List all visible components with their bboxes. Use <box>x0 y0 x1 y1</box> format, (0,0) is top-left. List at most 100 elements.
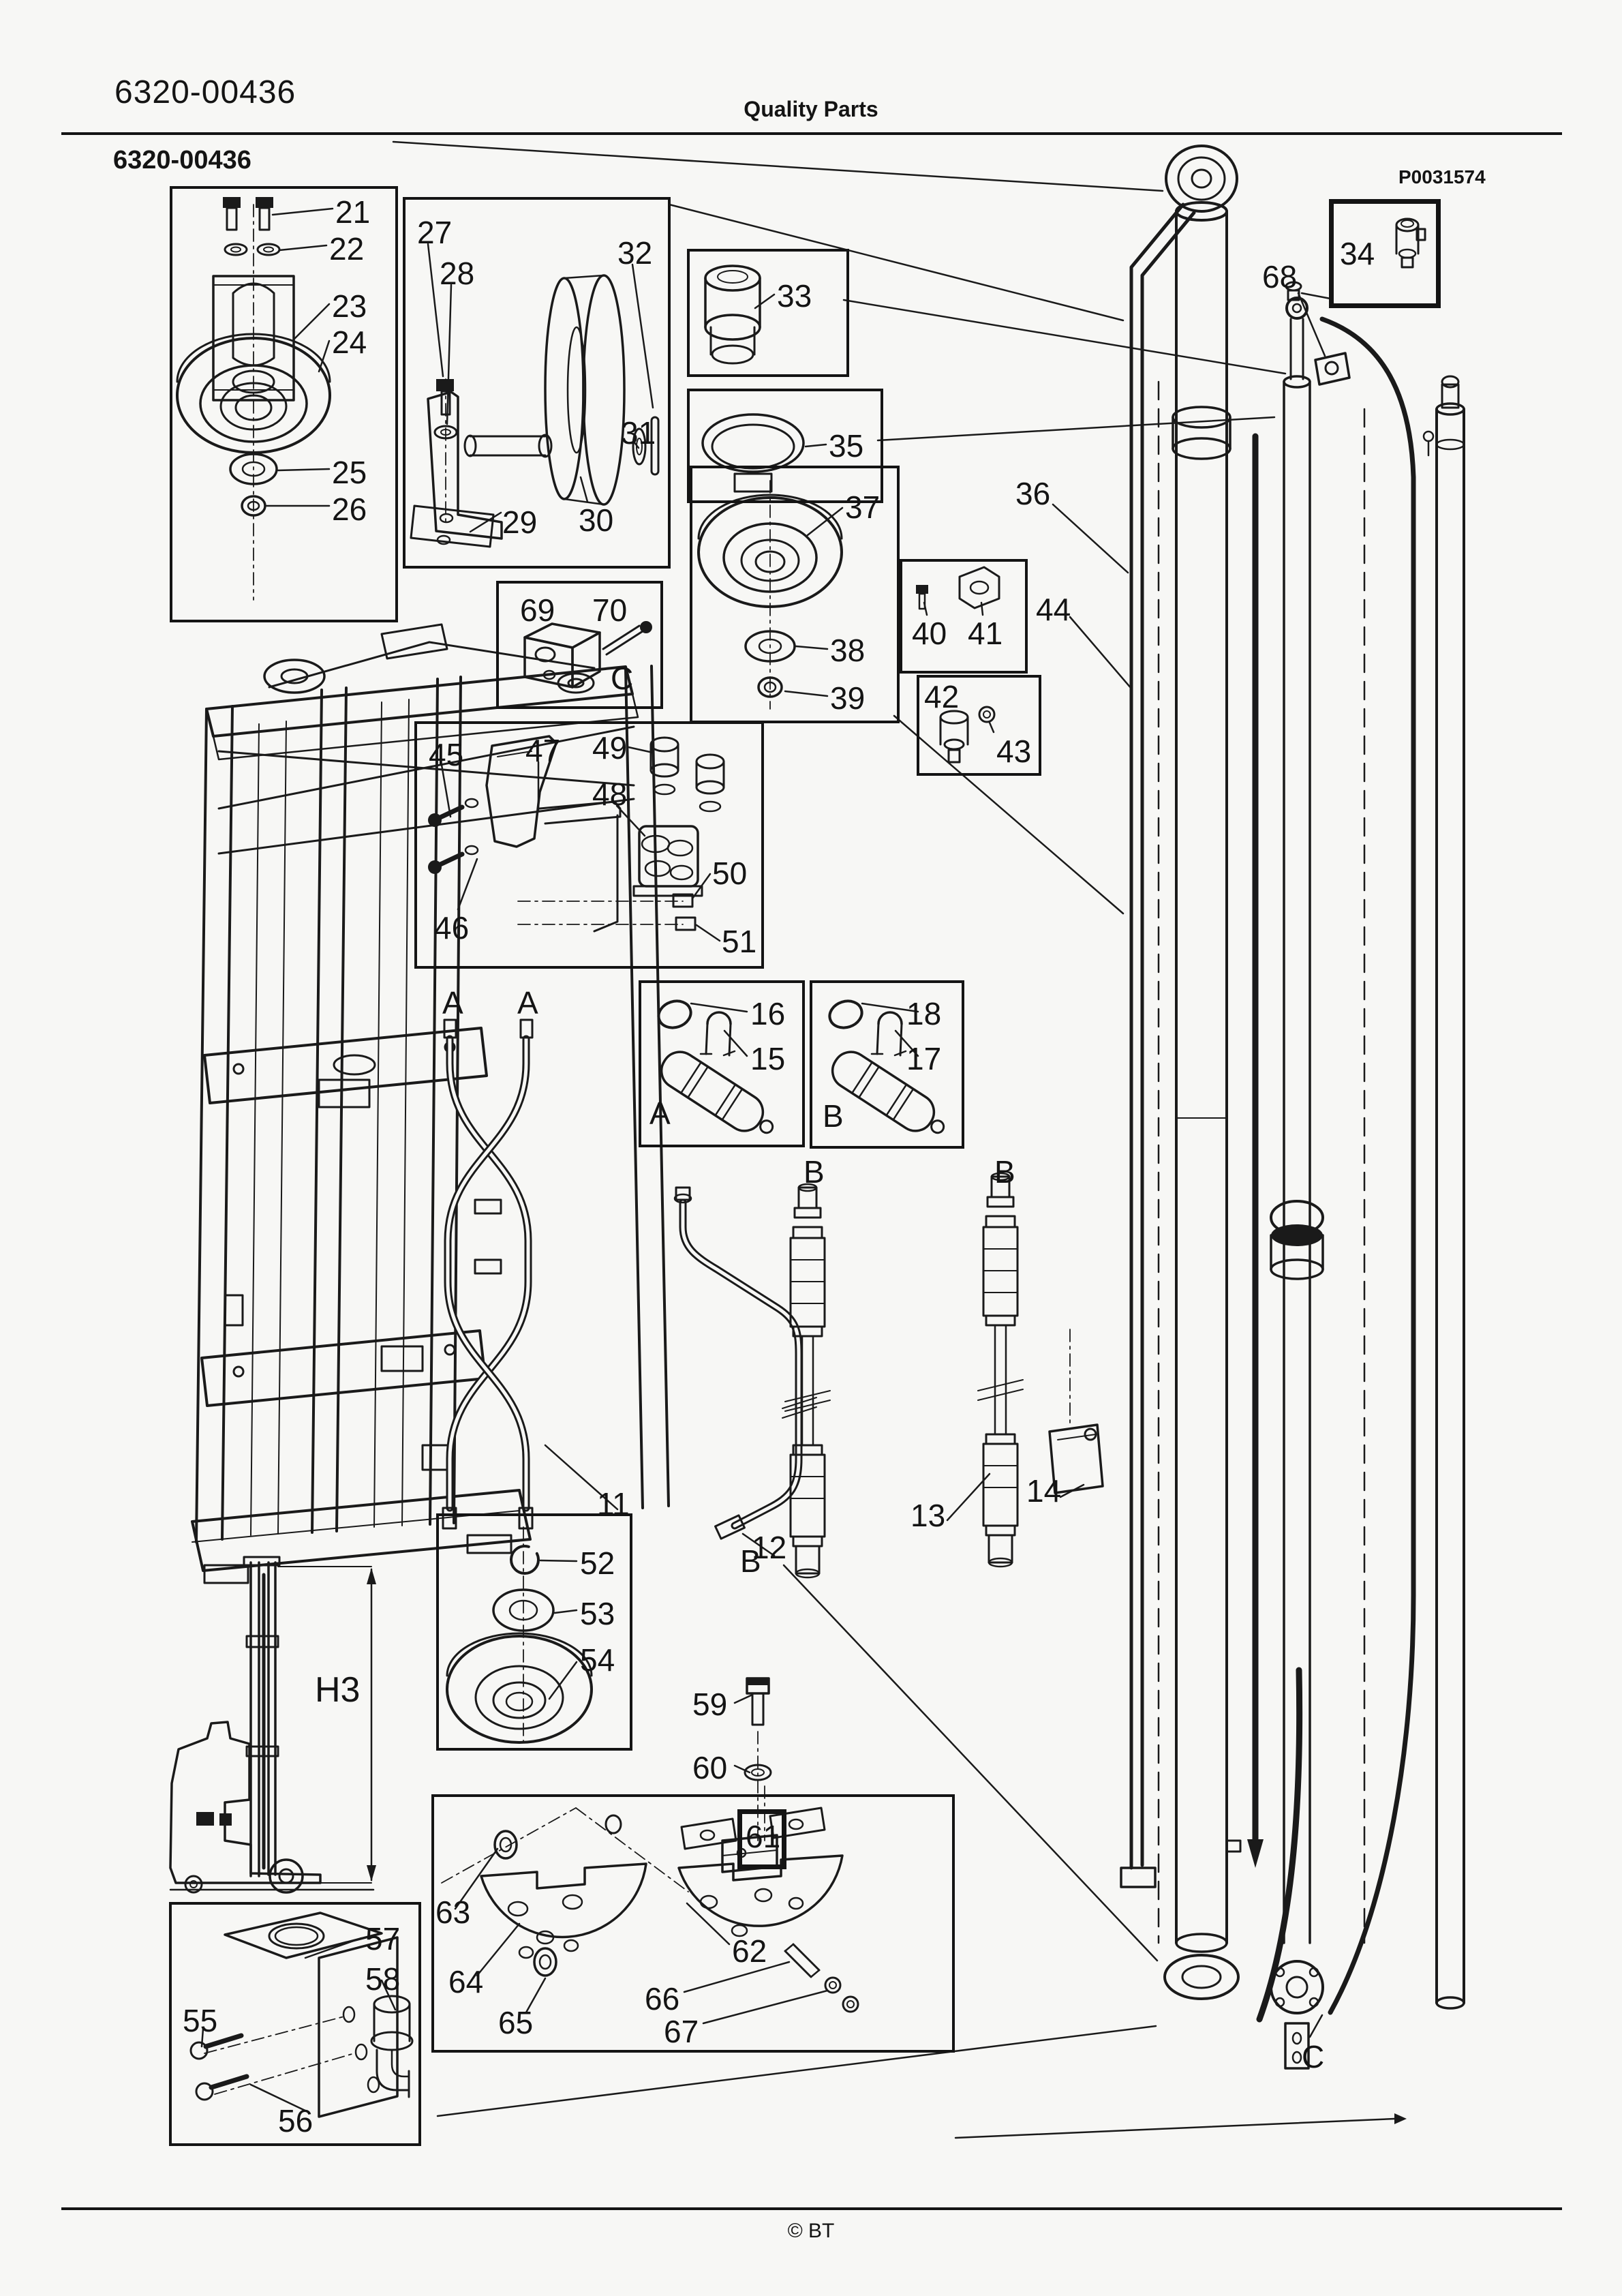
part-label-29: 29 <box>502 504 538 540</box>
footer-rule <box>61 2207 1562 2210</box>
footer-copyright: © BT <box>787 2220 835 2242</box>
subheader-code: 6320-00436 <box>113 146 251 175</box>
box-34-parts <box>1395 217 1426 269</box>
callout-box-33 <box>687 249 849 377</box>
part-label-17: 17 <box>906 1041 942 1076</box>
callout-box-34 <box>1329 199 1441 308</box>
box-69-70-parts <box>523 621 652 689</box>
part-label-22: 22 <box>329 231 365 267</box>
part-label-B-bottom: B <box>740 1543 761 1579</box>
part-label-48: 48 <box>592 776 628 812</box>
callout-box-69-70 <box>496 581 663 709</box>
part-label-58: 58 <box>365 1961 401 1997</box>
part-label-28: 28 <box>440 256 475 291</box>
part-label-30: 30 <box>579 502 614 538</box>
box-35-parts <box>701 413 805 493</box>
lift-cylinder-assembly <box>1048 145 1465 2070</box>
part-label-65: 65 <box>498 2005 534 2040</box>
part-label-25: 25 <box>332 455 367 490</box>
part-label-70: 70 <box>592 592 628 628</box>
part-label-27: 27 <box>417 215 453 250</box>
part-label-66: 66 <box>645 1981 680 2016</box>
part-label-40: 40 <box>912 616 947 651</box>
box-33-parts <box>704 265 761 365</box>
part-label-26: 26 <box>332 492 367 527</box>
part-label-32: 32 <box>617 235 653 271</box>
part-label-C-bottom: C <box>1302 2039 1325 2074</box>
part-label-33: 33 <box>777 278 812 314</box>
part-label-44: 44 <box>1036 592 1071 627</box>
part-label-A-box: A <box>649 1096 671 1131</box>
box-27-32-parts <box>410 274 660 548</box>
part-label-A-top-1: A <box>442 985 463 1021</box>
box-21-26-parts <box>176 197 331 601</box>
hose-set-center <box>442 1018 1024 1579</box>
part-label-62: 62 <box>732 1933 767 1969</box>
part-label-23: 23 <box>332 288 367 324</box>
bolt-59-60-parts <box>744 1677 772 1841</box>
part-label-12: 12 <box>752 1530 787 1565</box>
part-label-55: 55 <box>183 2003 218 2038</box>
leader-lines <box>200 140 1407 2139</box>
header-rule <box>61 132 1562 135</box>
part-label-C-clamp: C <box>611 661 634 696</box>
part-label-36: 36 <box>1015 476 1051 511</box>
part-label-38: 38 <box>830 633 866 668</box>
part-label-50: 50 <box>712 856 748 891</box>
part-label-14: 14 <box>1026 1473 1062 1509</box>
document-number: P0031574 <box>1398 166 1486 187</box>
part-label-67: 67 <box>664 2014 699 2049</box>
part-label-46: 46 <box>434 910 470 946</box>
page-header-title: Quality Parts <box>744 97 878 121</box>
part-label-39: 39 <box>830 680 866 716</box>
box-55-58-parts <box>189 1912 414 2118</box>
part-label-31: 31 <box>621 415 656 451</box>
part-label-41: 41 <box>968 616 1003 651</box>
part-label-45: 45 <box>429 737 464 772</box>
part-label-11: 11 <box>597 1486 630 1522</box>
callout-box-40-41 <box>900 559 1028 674</box>
box-45-51-parts <box>428 735 725 933</box>
part-label-B-top-2: B <box>994 1154 1015 1190</box>
part-label-37: 37 <box>845 489 881 525</box>
part-label-16: 16 <box>750 996 786 1031</box>
box-A-parts <box>657 999 774 1134</box>
box-40-41-parts <box>916 566 1000 610</box>
part-label-B-top-1: B <box>804 1154 825 1190</box>
part-label-A-top-2: A <box>517 985 538 1021</box>
part-label-57: 57 <box>365 1921 401 1957</box>
part-label-15: 15 <box>750 1041 786 1076</box>
part-label-34: 34 <box>1340 236 1375 271</box>
part-label-53: 53 <box>580 1596 615 1631</box>
box-61-parts <box>441 1785 859 2013</box>
callout-box-A <box>639 980 805 1147</box>
callout-box-55-58 <box>169 1902 421 2146</box>
callout-box-61-tag <box>737 1809 786 1869</box>
callout-box-42-43 <box>917 675 1041 776</box>
page-header-code: 6320-00436 <box>114 74 296 110</box>
callout-box-61 <box>431 1794 955 2053</box>
callout-box-35 <box>687 389 883 503</box>
part-label-63: 63 <box>435 1894 471 1930</box>
part-label-56: 56 <box>278 2103 313 2139</box>
callout-box-52-54 <box>436 1513 632 1751</box>
part-label-24: 24 <box>332 324 367 360</box>
part-label-61: 61 <box>746 1819 781 1854</box>
h3-dimension <box>277 1566 376 1884</box>
part-label-18: 18 <box>906 996 942 1031</box>
callout-box-27-32 <box>403 197 671 569</box>
part-label-60: 60 <box>692 1750 728 1785</box>
part-label-47: 47 <box>525 733 561 768</box>
callout-box-B <box>810 980 964 1149</box>
part-label-52: 52 <box>580 1545 615 1581</box>
truck-side-view <box>169 1556 375 1894</box>
part-label-59: 59 <box>692 1687 728 1722</box>
part-label-68: 68 <box>1262 259 1298 294</box>
part-label-21: 21 <box>335 194 371 230</box>
part-label-54: 54 <box>580 1642 615 1678</box>
part-label-43: 43 <box>996 734 1032 769</box>
part-label-51: 51 <box>722 924 757 959</box>
hose-assembly <box>784 1183 831 1579</box>
